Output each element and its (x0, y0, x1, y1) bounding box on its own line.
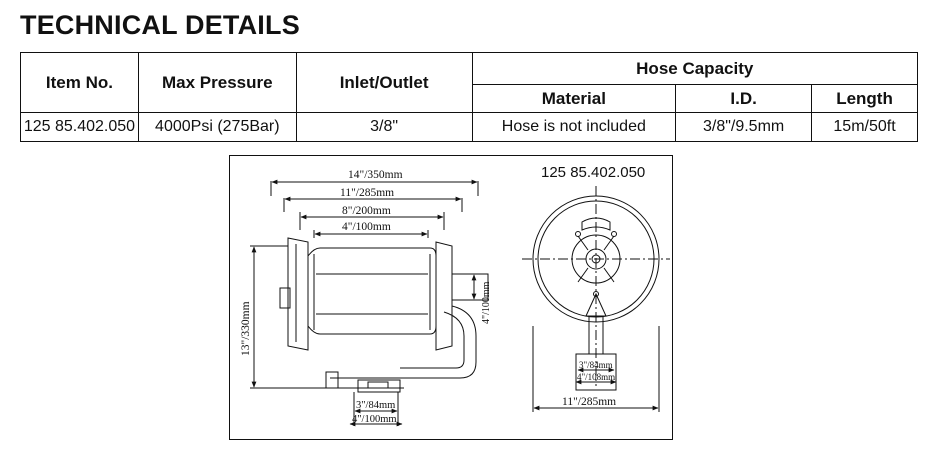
cell-id: 3/8"/9.5mm (675, 112, 813, 142)
dim-label-base-b: 4"/100mm (352, 414, 397, 425)
dim-label-front-width: 11"/285mm (562, 396, 616, 408)
dim-label-overall-width: 14"/350mm (348, 169, 403, 181)
dim-label-height: 13"/330mm (240, 301, 252, 356)
cell-inlet-outlet: 3/8" (295, 112, 473, 142)
header-inlet-outlet: Inlet/Outlet (295, 52, 473, 113)
header-material: Material (471, 84, 677, 113)
header-max-pressure: Max Pressure (137, 52, 297, 113)
dim-label-drum-inner: 4"/100mm (342, 221, 391, 233)
page-title: TECHNICAL DETAILS (20, 10, 300, 40)
technical-drawing: 14"/350mm 11"/285mm 8"/200mm 4"/100mm 13… (229, 155, 673, 440)
header-hose-capacity: Hose Capacity (471, 52, 918, 85)
drawing-part-number: 125 85.402.050 (541, 164, 645, 181)
technical-details-table: Item No. Max Pressure Inlet/Outlet Hose … (20, 52, 918, 142)
hose-reel-drawing-svg: 14"/350mm 11"/285mm 8"/200mm 4"/100mm 13… (240, 164, 670, 427)
cell-item-no: 125 85.402.050 (20, 112, 139, 142)
cell-material: Hose is not included (471, 112, 677, 142)
dim-label-mount-b: 4"/108mm (577, 372, 615, 382)
header-length: Length (811, 84, 918, 113)
dim-label-drum-outer: 8"/200mm (342, 205, 391, 217)
table-row: 125 85.402.050 4000Psi (275Bar) 3/8" Hos… (20, 112, 918, 142)
header-item-no: Item No. (20, 52, 139, 113)
cell-length: 15m/50ft (811, 112, 918, 142)
dim-label-base-a: 3"/84mm (356, 400, 395, 411)
header-id: I.D. (675, 84, 813, 113)
dim-label-outlet: 4"/100mm (481, 281, 492, 324)
dim-label-mount-a: 3"/84mm (579, 360, 613, 370)
dim-label-frame-width: 11"/285mm (340, 187, 394, 199)
cell-max-pressure: 4000Psi (275Bar) (137, 112, 297, 142)
